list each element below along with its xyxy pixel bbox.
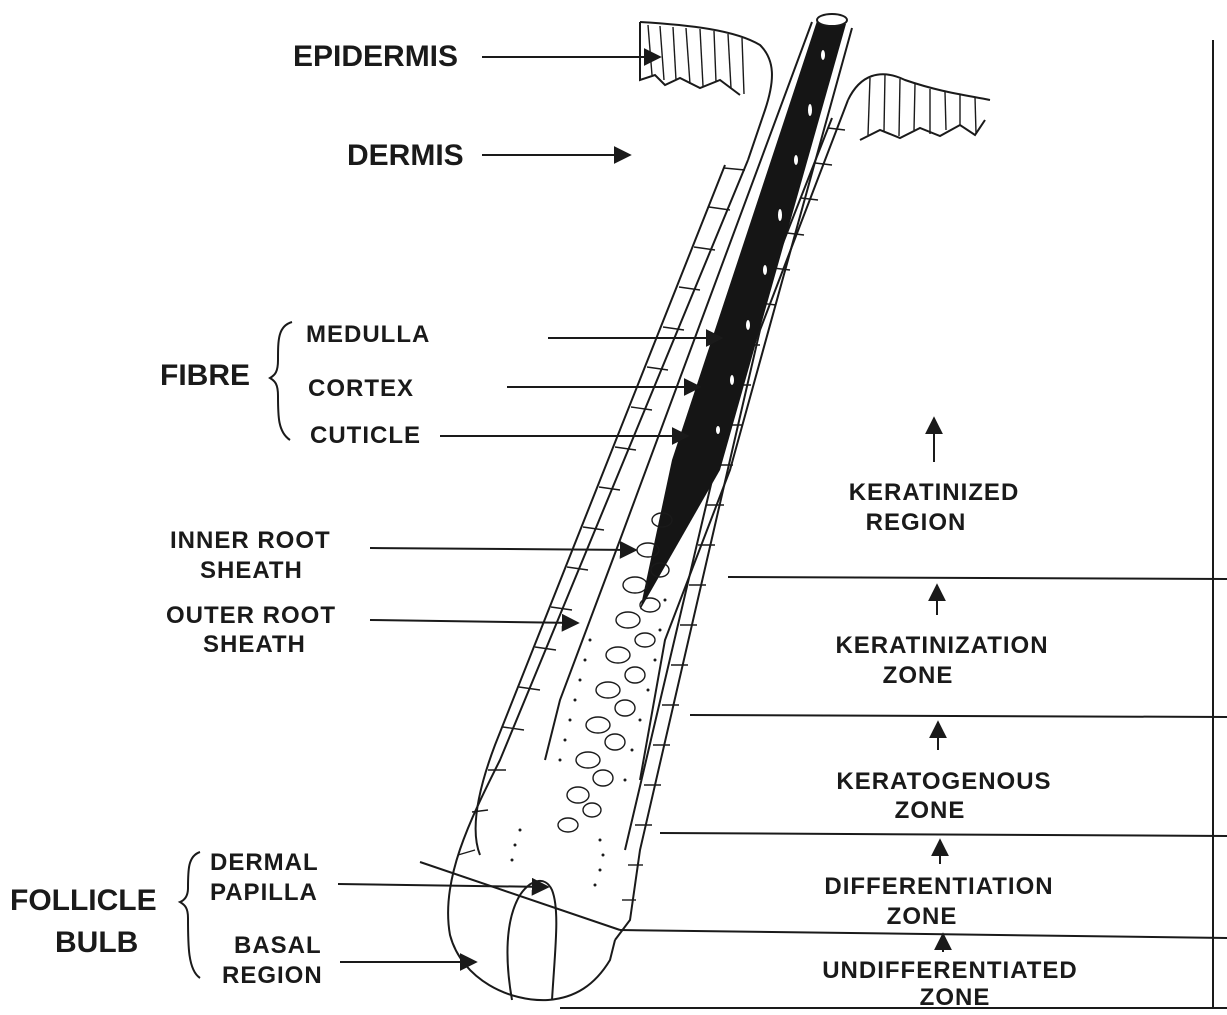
- hair-shaft: [640, 18, 846, 610]
- keratinized-region-label-1: KERATINIZED: [849, 479, 1020, 506]
- differentiation-zone-label-2: ZONE: [887, 903, 958, 930]
- labels-left: EPIDERMIS DERMIS FIBRE MEDULLA CORTEX CU…: [10, 40, 722, 989]
- inner-root-sheath-label-2: SHEATH: [200, 557, 303, 584]
- outer-root-sheath-label-1: OUTER ROOT: [166, 602, 336, 629]
- follicle-bulb-brace: [180, 852, 200, 978]
- undifferentiated-zone-label-1: UNDIFFERENTIATED: [822, 957, 1078, 984]
- zone-frame: [420, 40, 1227, 1008]
- basal-region-label-1: BASAL: [234, 932, 322, 959]
- fibre-brace: [270, 322, 292, 440]
- keratogenous-zone-label-1: KERATOGENOUS: [836, 768, 1051, 795]
- epidermis-label: EPIDERMIS: [293, 40, 458, 73]
- undifferentiated-zone-label-2: ZONE: [920, 984, 991, 1011]
- follicle-drawing: [448, 14, 990, 1000]
- dermis-label: DERMIS: [347, 139, 464, 172]
- inner-root-sheath-label-1: INNER ROOT: [170, 527, 331, 554]
- zone-divider-2: [690, 715, 1227, 717]
- cuticle-label: CUTICLE: [310, 422, 421, 449]
- medulla-label: MEDULLA: [306, 321, 430, 348]
- cortex-label: CORTEX: [308, 375, 414, 402]
- keratogenous-zone-label-2: ZONE: [895, 797, 966, 824]
- follicle-bulb-label-1: FOLLICLE: [10, 884, 157, 917]
- basal-region-label-2: REGION: [222, 962, 323, 989]
- zone-divider-3: [660, 833, 1227, 836]
- outer-root-sheath-label-2: SHEATH: [203, 631, 306, 658]
- dermal-papilla-label-2: PAPILLA: [210, 879, 318, 906]
- follicle-bulb-label-2: BULB: [55, 926, 138, 959]
- keratinization-zone-label-2: ZONE: [883, 662, 954, 689]
- dermal-papilla-label-1: DERMAL: [210, 849, 319, 876]
- fibre-label: FIBRE: [160, 359, 250, 392]
- differentiation-zone-label-1: DIFFERENTIATION: [824, 873, 1053, 900]
- dermal-papilla-shape: [507, 881, 556, 1000]
- keratinization-zone-label-1: KERATINIZATION: [835, 632, 1048, 659]
- zone-divider-1: [728, 577, 1227, 579]
- zones-right: KERATINIZED REGION KERATINIZATION ZONE K…: [822, 418, 1078, 1011]
- keratinized-region-label-2: REGION: [866, 509, 967, 536]
